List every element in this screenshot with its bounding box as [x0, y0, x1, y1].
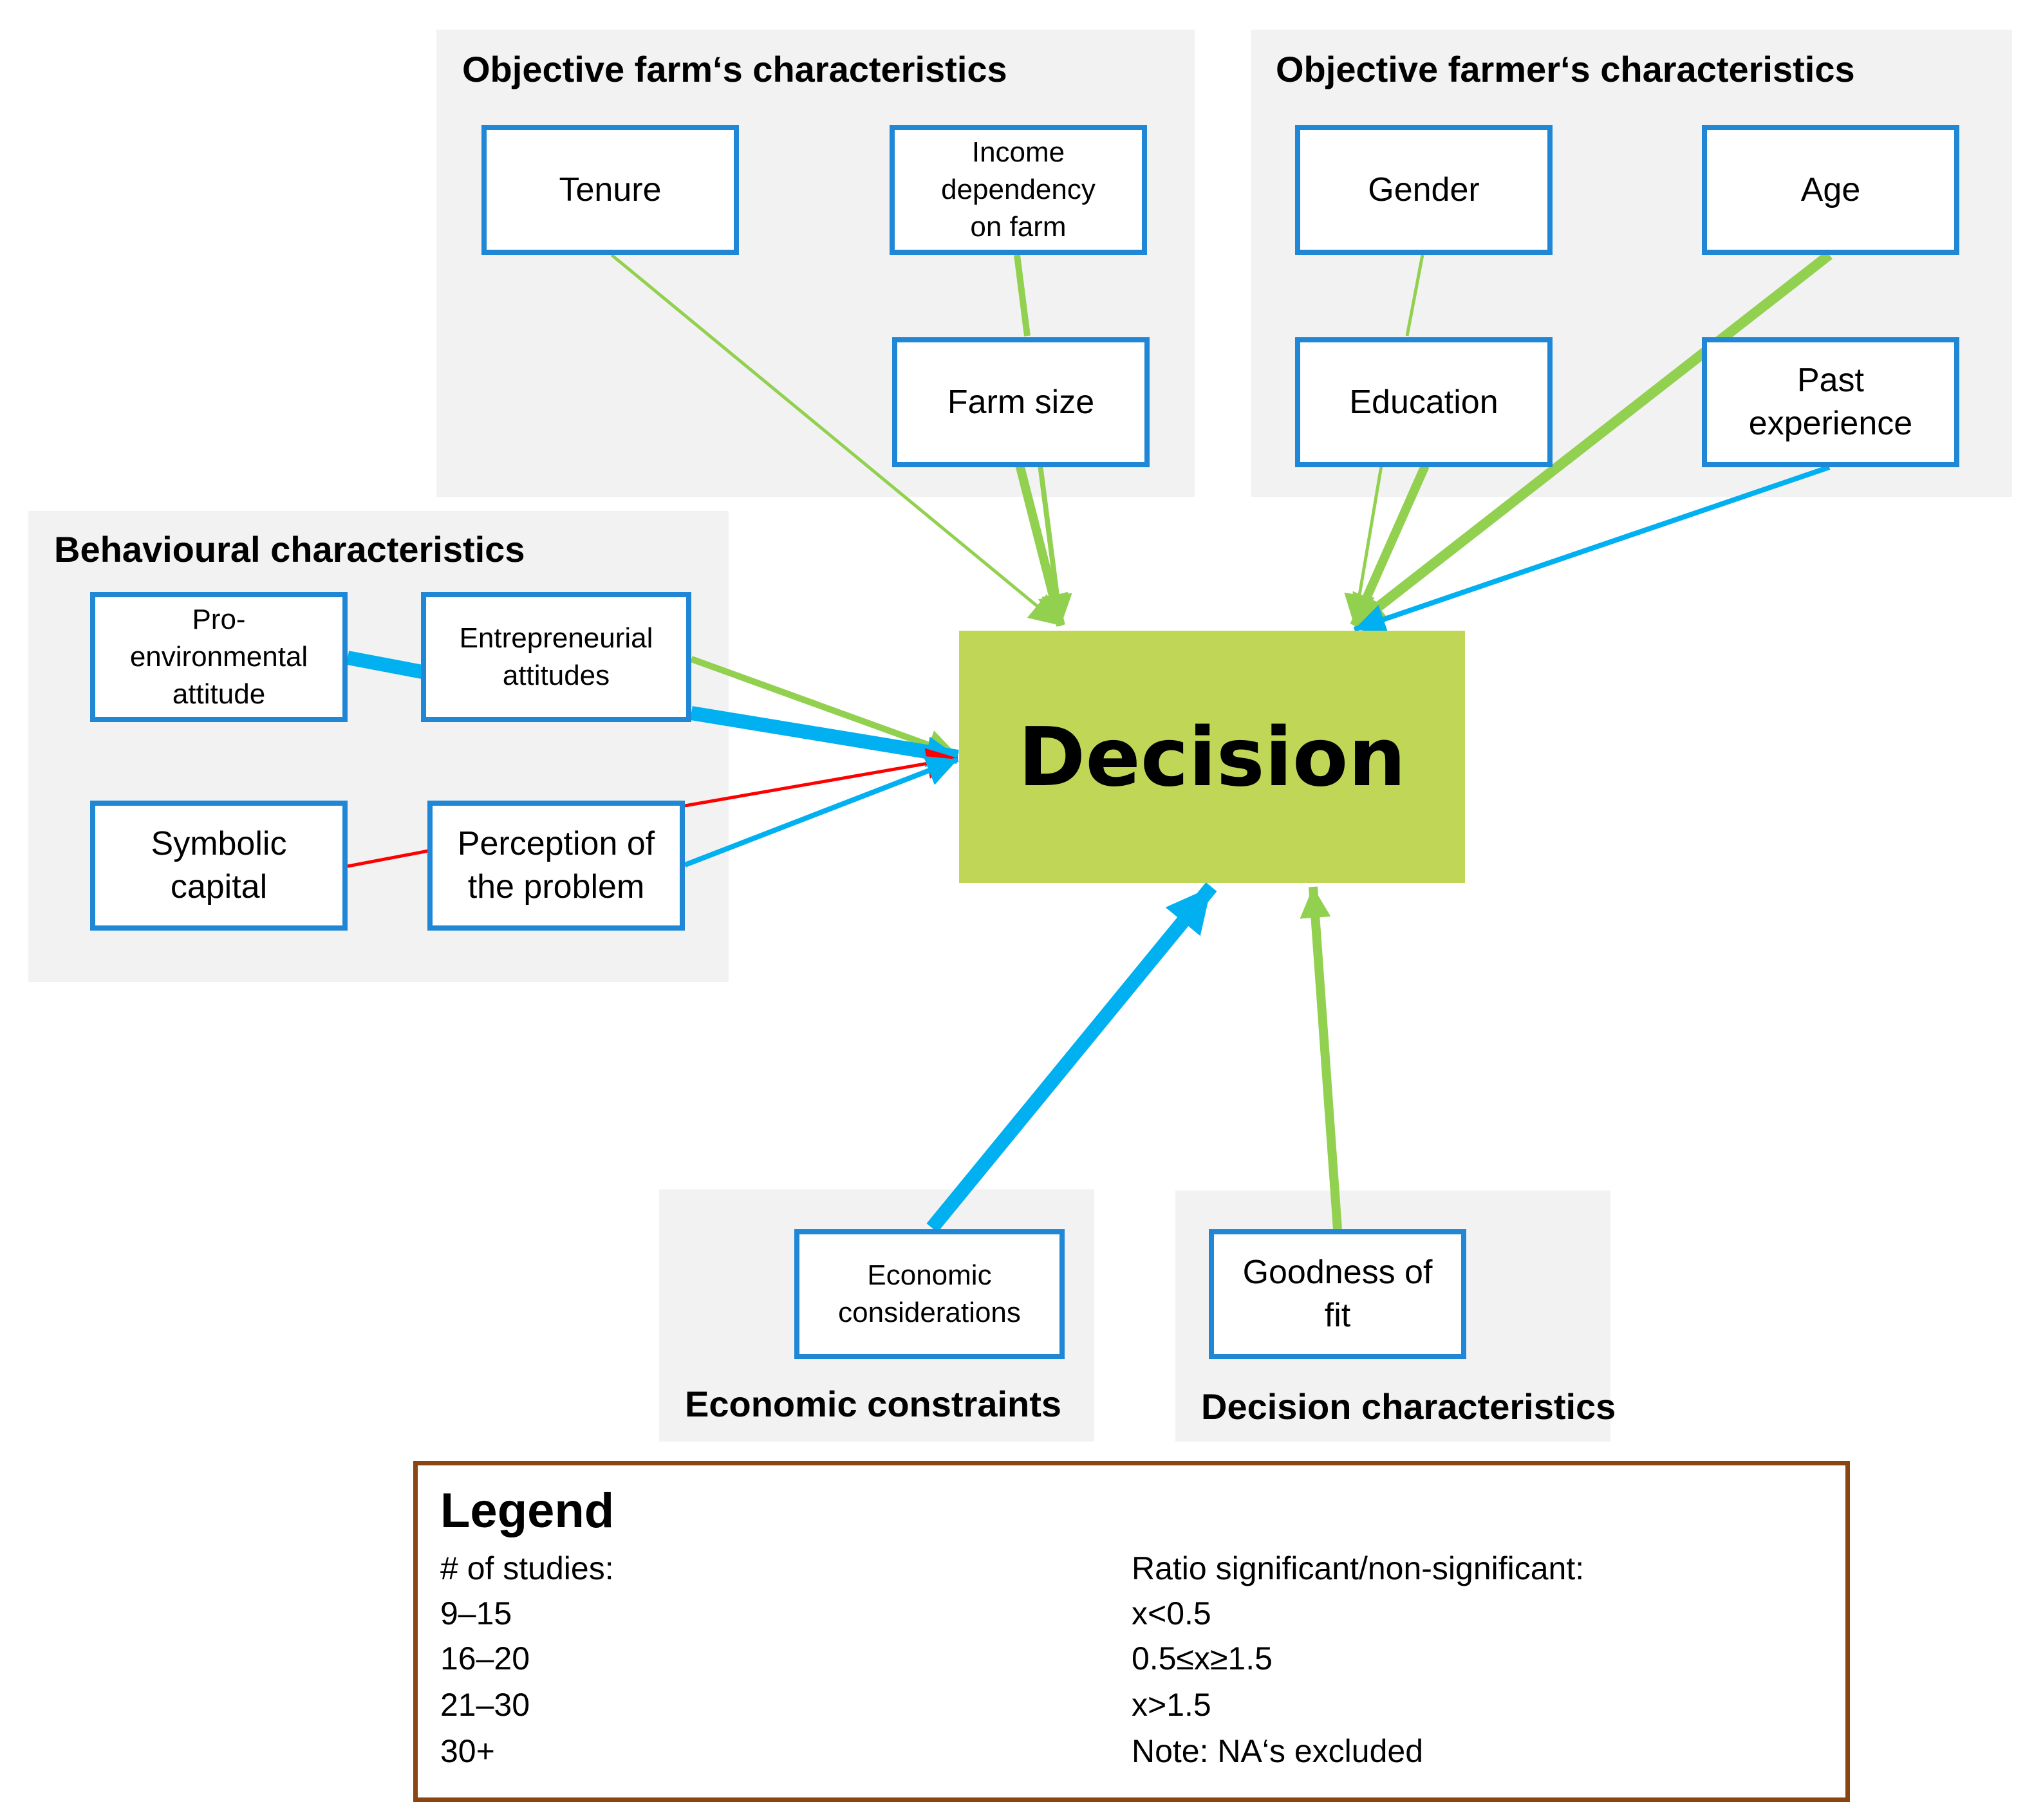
farmer-group-title: Objective farmer‘s characteristics: [1276, 49, 1855, 89]
economic-group-title: Economic constraints: [685, 1384, 1062, 1424]
legend-ratio-header: Ratio significant/non-significant:: [1132, 1550, 1585, 1586]
legend-studies-9-15: 9–15: [440, 1595, 512, 1631]
node-entrepreneurial-attitudes-label: Entrepreneurial attitudes: [459, 622, 653, 691]
node-income-dependency-label: Income dependency on farm: [941, 136, 1096, 243]
node-education-label: Education: [1349, 383, 1498, 421]
legend-ratio-low: x<0.5: [1132, 1595, 1211, 1631]
legend-ratio-mid: 0.5≤x≥1.5: [1132, 1640, 1273, 1676]
node-education: Education: [1295, 337, 1553, 467]
farm-group-title: Objective farm‘s characteristics: [462, 49, 1007, 89]
node-perception-of-problem: Perception of the problem: [427, 801, 685, 931]
node-tenure-label: Tenure: [559, 171, 662, 209]
legend-studies-21-30: 21–30: [440, 1687, 530, 1723]
node-pro-environmental-attitude: Pro- environmental attitude: [90, 592, 348, 722]
decision-characteristics-title: Decision characteristics: [1201, 1386, 1616, 1427]
node-past-experience-label: Past experience: [1748, 362, 1913, 442]
edge-proenv-entrepreneurial: [346, 651, 424, 679]
node-past-experience: Past experience: [1702, 337, 1959, 467]
node-age-label: Age: [1800, 171, 1861, 209]
edge-farmsize-decision-b: [1038, 464, 1072, 626]
edge-age-decision: [1351, 250, 1833, 630]
node-farm-size-label: Farm size: [947, 383, 1095, 421]
node-economic-considerations: Economic considerations: [794, 1229, 1065, 1359]
edge-goodness-decision: [1300, 886, 1342, 1230]
edge-perception-decision-red: [684, 748, 958, 808]
edge-pastexperience-decision: [1353, 465, 1831, 635]
legend-title: Legend: [440, 1483, 615, 1538]
node-tenure: Tenure: [481, 125, 739, 255]
edge-tenure-decision: [610, 254, 1062, 627]
edge-symbolic-perception: [347, 849, 429, 868]
legend-studies-16-20: 16–20: [440, 1640, 530, 1676]
node-gender: Gender: [1295, 125, 1553, 255]
node-income-dependency: Income dependency on farm: [890, 125, 1147, 255]
edge-income-farmsize: [1014, 254, 1031, 337]
behavioural-group-title: Behavioural characteristics: [54, 529, 525, 570]
node-entrepreneurial-attitudes: Entrepreneurial attitudes: [421, 592, 691, 722]
edge-economic-decision: [926, 882, 1217, 1232]
node-perception-of-problem-label: Perception of the problem: [457, 825, 655, 905]
edge-farmsize-decision-a: [1015, 463, 1068, 627]
edge-entrepreneurial-decision-green: [690, 656, 959, 760]
node-farm-size: Farm size: [892, 337, 1150, 467]
node-gender-label: Gender: [1368, 171, 1480, 209]
node-symbolic-capital: Symbolic capital: [90, 801, 348, 931]
node-age: Age: [1702, 125, 1959, 255]
node-decision: Decision: [959, 631, 1465, 883]
node-economic-considerations-label: Economic considerations: [838, 1259, 1021, 1328]
node-pro-environmental-attitude-label: Pro- environmental attitude: [129, 603, 308, 710]
legend-box: [413, 1461, 1850, 1802]
node-decision-label: Decision: [1018, 709, 1406, 804]
node-goodness-of-fit-label: Goodness of fit: [1242, 1254, 1433, 1334]
legend-studies-header: # of studies:: [440, 1550, 614, 1586]
legend-note: Note: NA‘s excluded: [1132, 1733, 1424, 1769]
node-symbolic-capital-label: Symbolic capital: [151, 825, 287, 905]
edge-perception-decision-blue: [684, 756, 959, 868]
node-goodness-of-fit: Goodness of fit: [1209, 1229, 1466, 1359]
edge-gender-education: [1405, 254, 1424, 337]
edge-entrepreneurial-decision-blue: [690, 706, 959, 767]
legend-studies-30plus: 30+: [440, 1733, 495, 1769]
legend-ratio-high: x>1.5: [1132, 1687, 1211, 1723]
